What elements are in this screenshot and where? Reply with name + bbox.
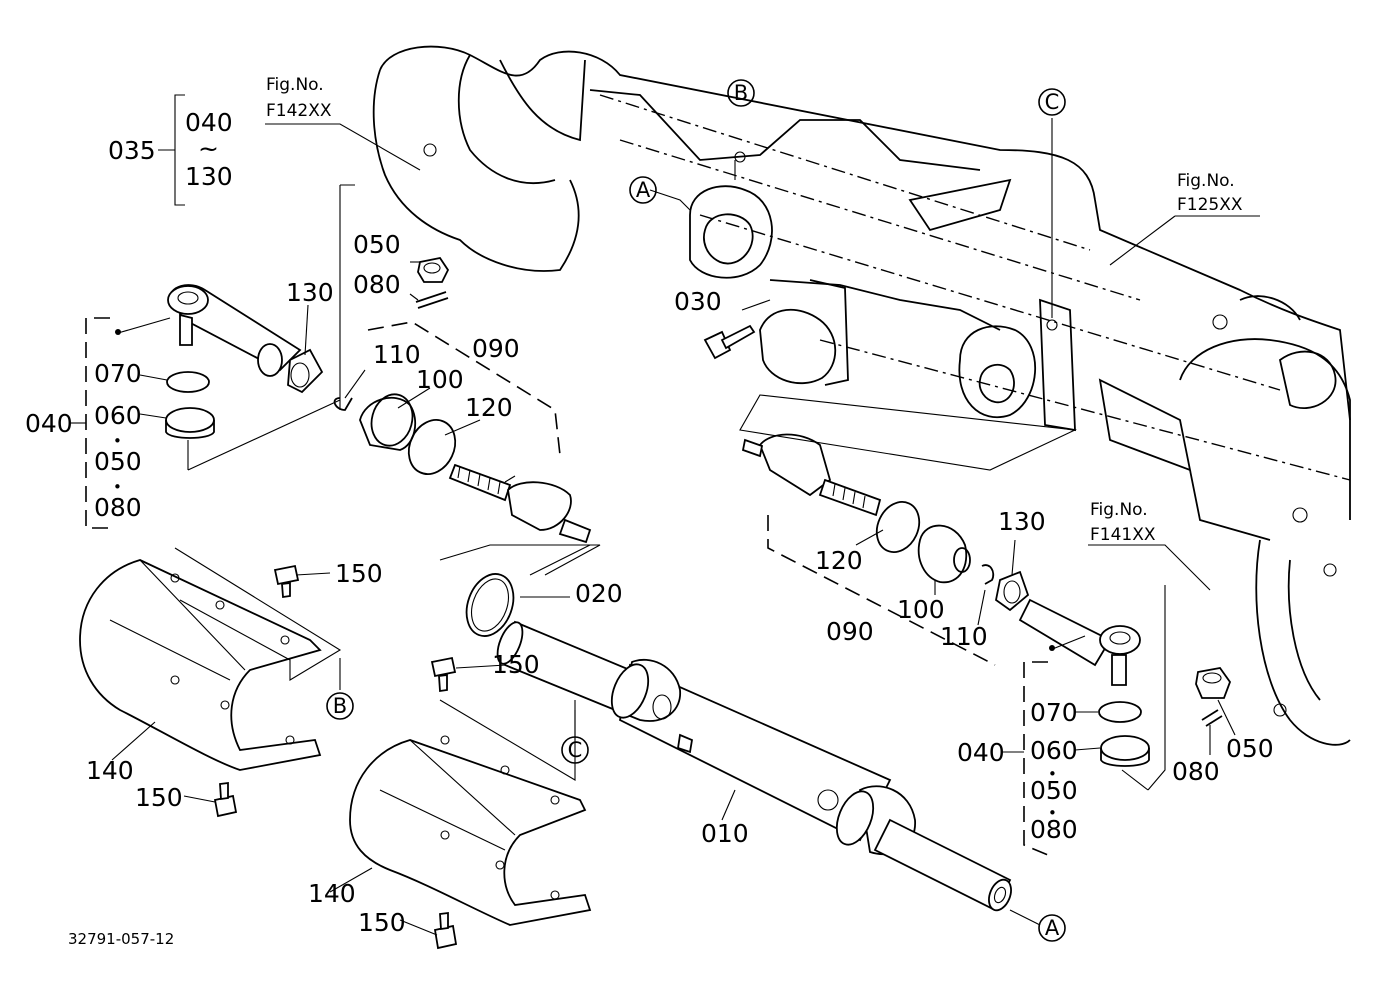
part-label-120: 120	[815, 546, 863, 575]
part-label-150: 150	[358, 908, 406, 937]
fig-ref-left-title: Fig.No.	[266, 75, 324, 95]
svg-text:A: A	[1045, 916, 1060, 940]
group-040-left-item: 050	[94, 447, 142, 476]
svg-text:C: C	[1045, 90, 1060, 114]
part-label-080: 080	[1172, 757, 1220, 786]
part-label-050: 050	[353, 230, 401, 259]
group-040-left-item: 080	[94, 493, 142, 522]
marker-b-lower: B	[326, 692, 354, 720]
bullet-dot	[115, 329, 121, 335]
group-040-right-label: 040	[957, 738, 1005, 767]
part-label-150: 150	[492, 650, 540, 679]
right-tie-rod-assembly	[741, 433, 1150, 767]
part-label-110: 110	[940, 622, 988, 651]
leader-lines	[111, 118, 1260, 936]
cover-right-140	[349, 656, 592, 950]
svg-text:B: B	[333, 694, 347, 718]
part-label-090: 090	[826, 617, 874, 646]
group-035-label: 035	[108, 136, 156, 165]
part-label-140: 140	[308, 879, 356, 908]
marker-a-lower: A	[1038, 914, 1066, 942]
part-label-080: 080	[353, 270, 401, 299]
group-040-left-label: 040	[25, 409, 73, 438]
part-label-010: 010	[701, 819, 749, 848]
bracket-boxes	[70, 94, 1049, 856]
part-label-150: 150	[335, 559, 383, 588]
group-040-left-item: 070	[94, 359, 142, 388]
part-label-020: 020	[575, 579, 623, 608]
part-label-100: 100	[897, 595, 945, 624]
retaining-ring-020	[465, 573, 515, 637]
fasteners	[415, 256, 1232, 727]
part-label-030: 030	[674, 287, 722, 316]
svg-text:B: B	[734, 81, 748, 105]
part-label-130: 130	[286, 278, 334, 307]
marker-a-upper: A	[629, 176, 657, 204]
separator-dot: •	[113, 432, 122, 450]
steering-cylinder	[496, 620, 1012, 912]
group-035-from: 040	[185, 108, 233, 137]
svg-text:A: A	[636, 178, 651, 202]
part-label-100: 100	[416, 365, 464, 394]
separator-dot: •	[1048, 804, 1057, 822]
part-label-120: 120	[465, 393, 513, 422]
part-label-090: 090	[472, 334, 520, 363]
part-label-150: 150	[135, 783, 183, 812]
marker-c-lower: C	[561, 736, 589, 764]
fig-ref-right-id: F125XX	[1177, 195, 1243, 215]
group-040-right-item: 070	[1030, 698, 1078, 727]
marker-c-upper: C	[1038, 88, 1066, 116]
part-label-110: 110	[373, 340, 421, 369]
group-040-left-item: 060	[94, 401, 142, 430]
separator-dot: •	[113, 478, 122, 496]
group-035-tilde: ~	[198, 134, 219, 163]
bullet-dot	[1049, 645, 1055, 651]
svg-text:C: C	[568, 738, 583, 762]
marker-b-upper: B	[727, 79, 755, 107]
group-035-to: 130	[185, 162, 233, 191]
group-040-right-item: 080	[1030, 815, 1078, 844]
drawing-number: 32791-057-12	[68, 930, 174, 948]
group-040-right-item: 050	[1030, 776, 1078, 805]
separator-dot: •	[1048, 765, 1057, 783]
left-tie-rod-assembly	[165, 284, 592, 544]
fig-ref-bottom-title: Fig.No.	[1090, 500, 1148, 520]
cover-left-140	[79, 559, 322, 818]
group-040-right-item: 060	[1030, 736, 1078, 765]
fig-ref-bottom-id: F141XX	[1090, 525, 1156, 545]
part-label-130: 130	[998, 507, 1046, 536]
fig-ref-left-id: F142XX	[266, 101, 332, 121]
fig-ref-right-title: Fig.No.	[1177, 171, 1235, 191]
part-label-140: 140	[86, 756, 134, 785]
part-label-050: 050	[1226, 734, 1274, 763]
